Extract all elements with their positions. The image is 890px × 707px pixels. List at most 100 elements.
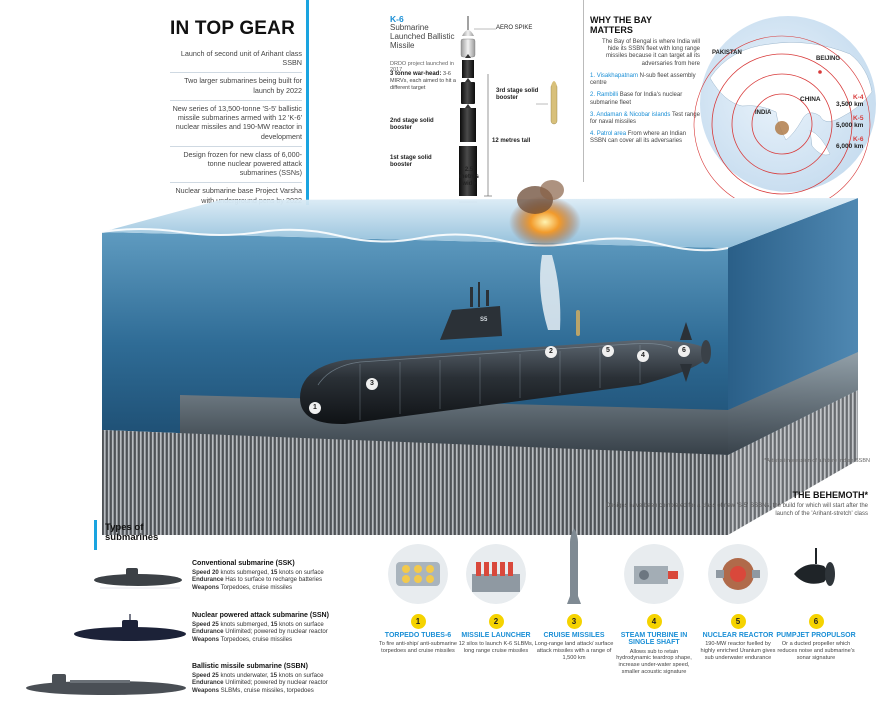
bay-point: 2. Rambilli Base for India's nuclear sub… [590, 92, 683, 106]
feature-torpedo-tubes: 1 TORPEDO TUBES-6 To fire anti-ship/ ant… [378, 614, 458, 655]
feature-desc: 190-MW reactor fuelled by highly enriche… [700, 641, 776, 661]
types-heading: Types of submarines [105, 522, 159, 543]
k6-missile-diagram [459, 16, 558, 203]
ssbn-illustration [26, 674, 186, 695]
warhead-note: 3-6 MIRVs, each aimed to hit a different… [390, 71, 456, 91]
feature-desc: Long-range land attack/ surface attack m… [534, 641, 614, 661]
map-label-china: CHINA [800, 96, 821, 103]
top-gear-panel: IN TOP GEAR Launch of second unit of Ari… [170, 18, 302, 210]
ocean-cube-illustration [101, 180, 858, 535]
bay-divider [583, 0, 584, 182]
steam-turbine-icon [624, 544, 684, 604]
feature-pumpjet-propulsor: 6 PUMPJET PROPULSOR Or a ducted propelle… [776, 614, 856, 661]
sub-type-ssn: Nuclear powered attack submarine (SSN) S… [192, 612, 372, 643]
feature-number: 4 [646, 614, 662, 629]
sub-type-endurance: Endurance Unlimited; powered by nuclear … [192, 628, 328, 636]
sub-type-weapons: Weapons Torpedoes, cruise missiles [192, 635, 293, 643]
bay-title: WHY THE BAY MATTERS [590, 15, 652, 35]
range-k4: K-4 3,500 km [836, 94, 863, 108]
warhead-bold: 3 tonne war-head: [390, 71, 442, 77]
top-gear-item: New series of 13,500-tonne 'S-5' ballist… [170, 101, 302, 147]
feature-nuclear-reactor: 5 NUCLEAR REACTOR 190-MW reactor fuelled… [698, 614, 778, 661]
callout-marker: 5 [602, 345, 614, 357]
first-stage-label: 1st stage solid booster [390, 155, 432, 168]
sub-type-name: Ballistic missile submarine (SSBN) [192, 663, 308, 670]
width-label: 2.5 metres wide [459, 167, 479, 187]
ssk-illustration [94, 568, 182, 589]
feature-steam-turbine: 4 STEAM TURBINE IN SINGLE SHAFT Allows s… [614, 614, 694, 676]
feature-number: 3 [566, 614, 582, 629]
pumpjet-propulsor-icon [786, 544, 846, 604]
bay-point-name: 2. Rambilli [590, 92, 619, 99]
sub-type-speed: Speed 20 knots submerged, 15 knots on su… [192, 569, 324, 576]
sub-type-ssbn: Ballistic missile submarine (SSBN) Speed… [192, 663, 372, 694]
top-gear-item: Two larger submarines being built for la… [170, 73, 302, 101]
artist-note: *Artist's impression of a future Indian … [764, 458, 870, 464]
feature-missile-launcher: 2 MISSILE LAUNCHER 12 silos to launch K-… [456, 614, 536, 655]
third-stage-label: 3rd stage solid booster [496, 88, 539, 101]
bay-point-name: 1. Visakhapatnam [590, 73, 638, 80]
behemoth-panel: THE BEHEMOTH* Designs have been complete… [600, 490, 868, 518]
height-label: 12 metres tall [492, 138, 531, 144]
ssn-illustration [74, 614, 186, 641]
top-gear-item: Design frozen for new class of 6,000-ton… [170, 147, 302, 184]
sub-type-speed: Speed 25 knots underwater, 15 knots on s… [192, 672, 324, 679]
feature-desc: Or a ducted propeller which reduces nois… [777, 641, 855, 661]
map-label-beijing: BEIJING [816, 56, 841, 62]
feature-desc: To fire anti-ship/ anti-submarine torped… [378, 641, 458, 655]
feature-cruise-missiles: 3 CRUISE MISSILES Long-range land attack… [534, 614, 614, 661]
range-k4-name: K-4 [852, 94, 864, 101]
feature-desc: Allows sub to retain hydrodynamic teardr… [616, 648, 692, 675]
bay-intro: The Bay of Bengal is where India will hi… [601, 38, 700, 67]
hull-marking: S5 [480, 317, 488, 323]
k6-subtitle: Submarine Launched Ballistic Missile [390, 23, 455, 50]
feature-title: MISSILE LAUNCHER [461, 632, 531, 639]
top-gear-item: Launch of second unit of Arihant class S… [170, 46, 302, 74]
feature-number: 2 [488, 614, 504, 629]
why-bay-panel: WHY THE BAY MATTERS The Bay of Bengal is… [590, 15, 700, 146]
bay-point: 1. Visakhapatnam N-sub fleet assembly ce… [590, 73, 696, 87]
bay-point: 3. Andaman & Nicobar islands Test range … [590, 111, 700, 125]
second-stage-label: 2nd stage solid booster [390, 118, 434, 131]
types-accent-bar [94, 520, 97, 550]
range-k5-km: 5,000 km [836, 122, 864, 130]
callout-marker: 2 [545, 346, 557, 358]
feature-desc: 12 silos to launch K-6 SLBMs, long range… [458, 641, 534, 655]
feature-title: TORPEDO TUBES-6 [384, 632, 452, 639]
map-label-pakistan: PAKISTAN [712, 50, 742, 56]
sub-type-name: Conventional submarine (SSK) [192, 560, 295, 567]
range-k4-km: 3,500 km [836, 101, 864, 109]
sub-type-name: Nuclear powered attack submarine (SSN) [192, 612, 329, 619]
sub-type-speed: Speed 25 knots submerged, 15 knots on su… [192, 621, 324, 628]
range-k5-name: K-5 [852, 115, 864, 122]
sub-type-weapons: Weapons SLBMs, cruise missiles, torpedoe… [192, 686, 314, 694]
bay-point: 4. Patrol area From where an Indian SSBN… [590, 131, 687, 145]
warhead-label: 3 tonne war-head: 3-6 MIRVs, each aimed … [390, 71, 460, 92]
feature-number: 6 [808, 614, 824, 629]
behemoth-title: THE BEHEMOTH* [792, 490, 868, 500]
range-map [693, 16, 876, 198]
callout-marker: 6 [678, 345, 690, 357]
cruise-missile-icon [567, 528, 581, 604]
torpedo-tubes-icon [388, 544, 448, 604]
sub-type-ssk: Conventional submarine (SSK) Speed 20 kn… [192, 560, 372, 591]
callout-marker: 1 [309, 402, 321, 414]
behemoth-text: Designs have been completed for a class … [605, 503, 868, 517]
sub-type-endurance: Endurance Unlimited; powered by nuclear … [192, 679, 328, 687]
k6-title: K-6 [390, 14, 404, 24]
bay-point-name: 3. Andaman & Nicobar islands [590, 111, 671, 118]
sub-type-weapons: Weapons Torpedoes, cruise missiles [192, 583, 293, 591]
accent-divider [306, 0, 309, 205]
callout-marker: 4 [637, 350, 649, 362]
k6-missile-panel: K-6 Submarine Launched Ballistic Missile… [388, 14, 588, 224]
feature-title: NUCLEAR REACTOR [702, 632, 774, 639]
map-label-india: INDIA [755, 110, 772, 116]
sub-type-endurance: Endurance Has to surface to recharge bat… [192, 576, 323, 584]
feature-title: CRUISE MISSILES [543, 632, 605, 639]
nuclear-reactor-icon [708, 544, 768, 604]
feature-number: 1 [410, 614, 426, 629]
bay-point-name: 4. Patrol area [590, 131, 627, 138]
range-k5: K-5 5,000 km [836, 115, 863, 129]
feature-title: PUMPJET PROPULSOR [776, 632, 856, 639]
range-k6-name: K-6 [852, 136, 864, 143]
